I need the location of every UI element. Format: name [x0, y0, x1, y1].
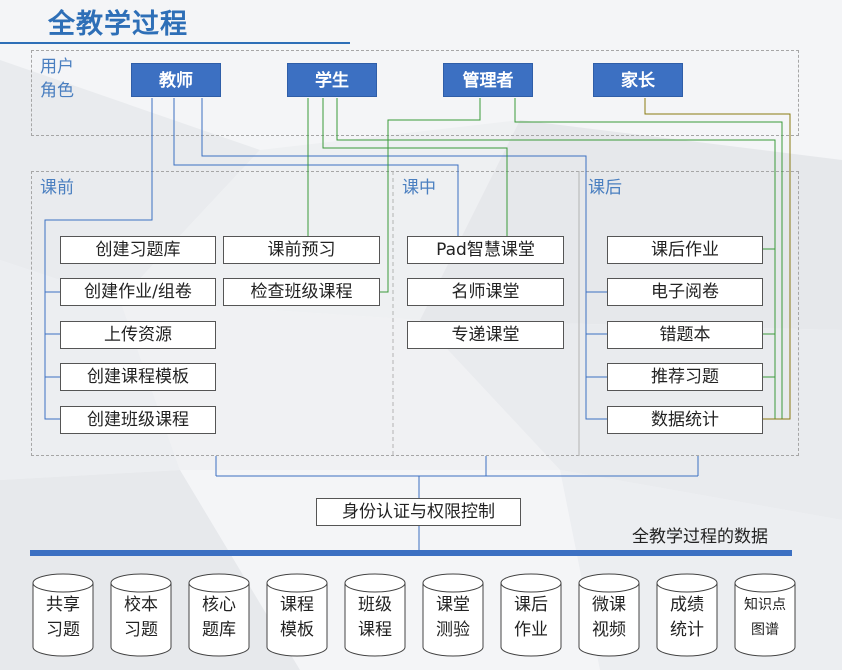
roles-zone-label-2: 角色 — [40, 81, 74, 101]
database-icon — [110, 573, 172, 657]
pre-class-preview[interactable]: 课前预习 — [223, 236, 380, 264]
role-student[interactable]: 学生 — [287, 63, 377, 97]
database-icon — [266, 573, 328, 657]
database-course-templates[interactable]: 课程模板 — [266, 573, 328, 657]
check-class-course[interactable]: 检查班级课程 — [223, 278, 380, 306]
database-label: 课程模板 — [280, 595, 314, 640]
famous-teacher-classroom[interactable]: 名师课堂 — [407, 278, 564, 306]
database-label: 班级课程 — [358, 595, 392, 640]
page-title: 全教学过程 — [48, 9, 188, 40]
special-delivery-classroom[interactable]: 专递课堂 — [407, 321, 564, 349]
database-class-courses[interactable]: 班级课程 — [344, 573, 406, 657]
role-teacher[interactable]: 教师 — [131, 63, 221, 97]
data-statistics[interactable]: 数据统计 — [607, 406, 763, 434]
auth-permission-control[interactable]: 身份认证与权限控制 — [316, 498, 521, 526]
database-icon — [422, 573, 484, 657]
database-label: 课后作业 — [514, 595, 548, 640]
after-class-label: 课后 — [588, 178, 622, 198]
database-icon — [656, 573, 718, 657]
create-course-template[interactable]: 创建课程模板 — [60, 363, 216, 391]
database-icon — [734, 573, 796, 657]
database-grade-statistics[interactable]: 成绩统计 — [656, 573, 718, 657]
database-label: 共享习题 — [46, 595, 80, 640]
database-icon — [32, 573, 94, 657]
create-homework[interactable]: 创建作业/组卷 — [60, 278, 216, 306]
role-parent[interactable]: 家长 — [593, 63, 683, 97]
database-label: 微课视频 — [592, 595, 626, 640]
create-question-bank[interactable]: 创建习题库 — [60, 236, 216, 264]
database-label: 核心题库 — [202, 595, 236, 640]
electronic-grading[interactable]: 电子阅卷 — [607, 278, 763, 306]
create-class-course[interactable]: 创建班级课程 — [60, 406, 216, 434]
roles-zone-label-1: 用户 — [40, 57, 74, 77]
after-class-homework[interactable]: 课后作业 — [607, 236, 763, 264]
recommended-exercises[interactable]: 推荐习题 — [607, 363, 763, 391]
database-icon — [344, 573, 406, 657]
database-class-quizzes[interactable]: 课堂测验 — [422, 573, 484, 657]
title-underline — [0, 42, 350, 44]
database-icon — [500, 573, 562, 657]
upload-resources[interactable]: 上传资源 — [60, 321, 216, 349]
database-knowledge-graph[interactable]: 知识点图谱 — [734, 573, 796, 657]
database-label: 校本习题 — [124, 595, 158, 640]
pad-smart-classroom[interactable]: Pad智慧课堂 — [407, 236, 564, 264]
mistakes-notebook[interactable]: 错题本 — [607, 321, 763, 349]
data-caption: 全教学过程的数据 — [632, 527, 768, 547]
database-micro-videos[interactable]: 微课视频 — [578, 573, 640, 657]
in-class-label: 课中 — [402, 178, 436, 198]
database-after-class-homework[interactable]: 课后作业 — [500, 573, 562, 657]
database-label: 课堂测验 — [436, 595, 470, 640]
database-icon — [578, 573, 640, 657]
role-admin[interactable]: 管理者 — [443, 63, 533, 97]
database-icon — [188, 573, 250, 657]
database-label: 知识点图谱 — [744, 597, 786, 638]
database-core-question-bank[interactable]: 核心题库 — [188, 573, 250, 657]
data-bus-bar — [30, 550, 792, 556]
database-shared-exercises[interactable]: 共享习题 — [32, 573, 94, 657]
database-school-exercises[interactable]: 校本习题 — [110, 573, 172, 657]
database-label: 成绩统计 — [670, 595, 704, 640]
before-class-label: 课前 — [40, 178, 74, 198]
